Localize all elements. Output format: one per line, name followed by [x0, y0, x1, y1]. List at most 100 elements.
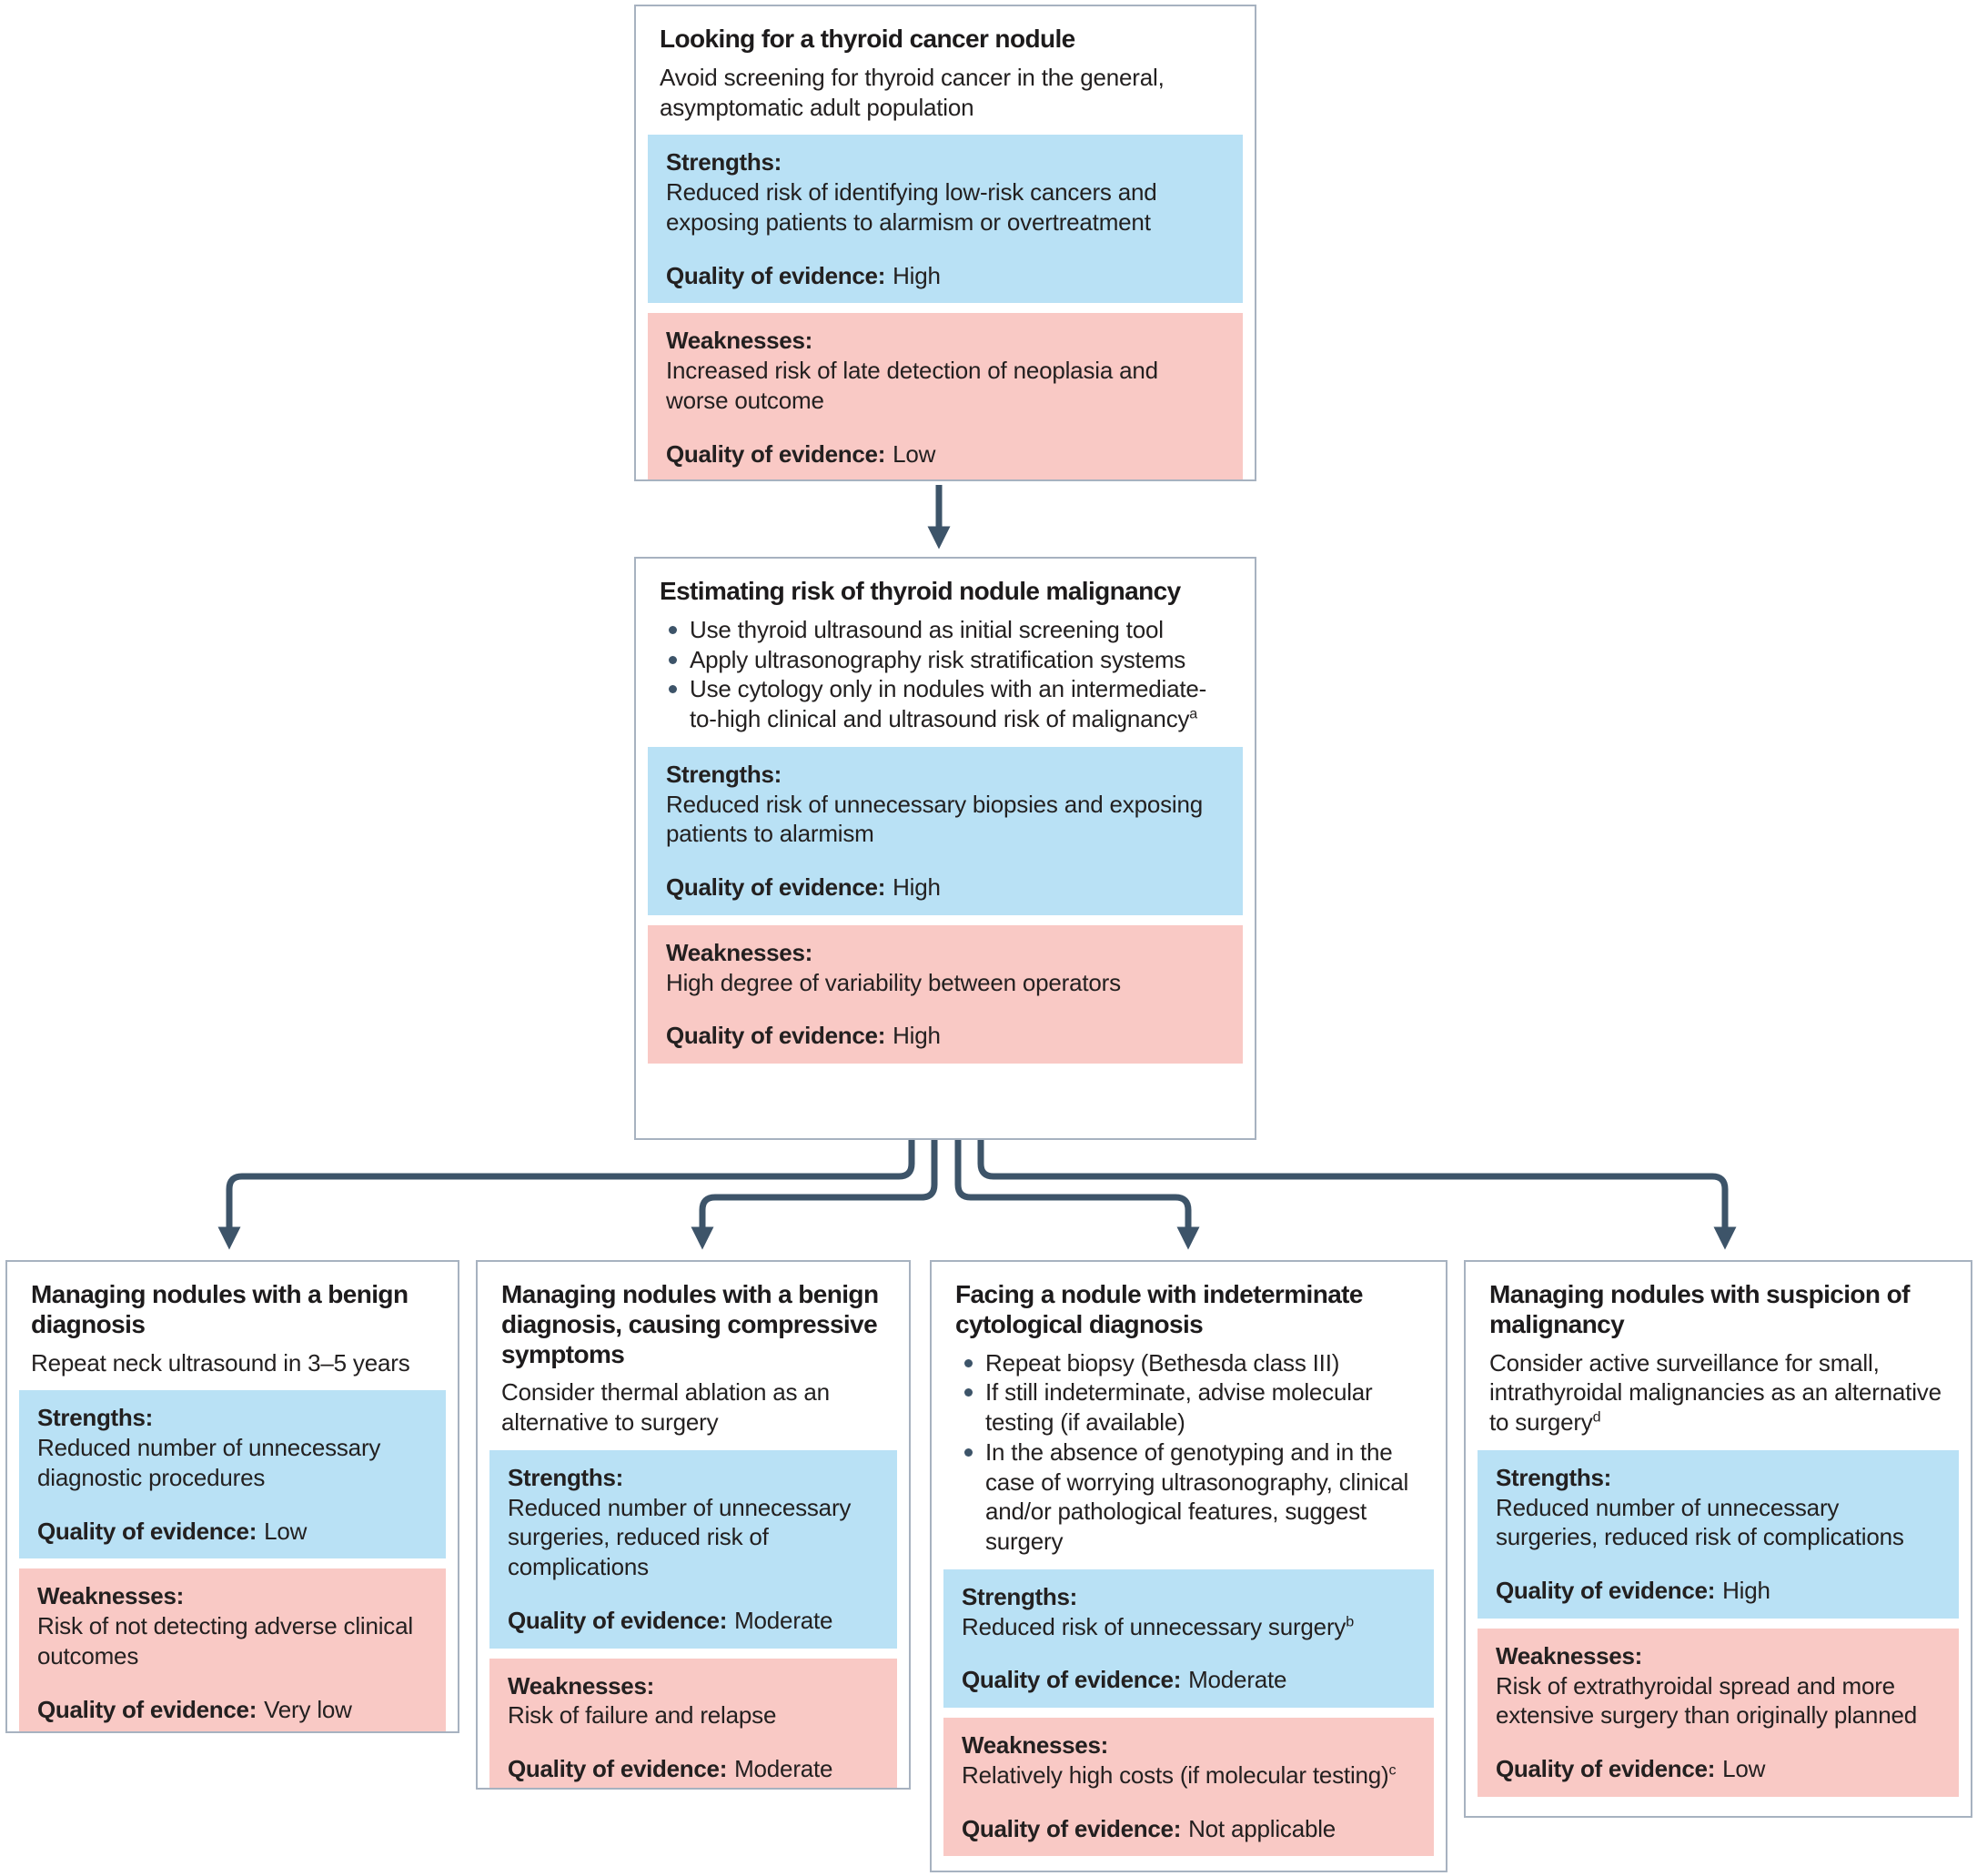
quality-value: High [893, 873, 941, 901]
weaknesses-label: Weaknesses: [37, 1582, 184, 1610]
quality-label: Quality of evidence: [666, 261, 886, 289]
quality-label: Quality of evidence: [37, 1695, 257, 1723]
weaknesses-panel: Weaknesses: High degree of variability b… [648, 924, 1243, 1064]
strengths-text: Reduced risk of identifying low-risk can… [666, 177, 1225, 237]
quality-value: Moderate [734, 1606, 833, 1634]
quality-of-evidence: Quality of evidence:Low [37, 1517, 428, 1547]
strengths-text: Reduced number of unnecessary surgeries,… [508, 1493, 879, 1582]
strengths-label: Strengths: [37, 1404, 154, 1432]
quality-of-evidence: Quality of evidence:Moderate [962, 1665, 1416, 1695]
weaknesses-text: High degree of variability between opera… [666, 968, 1225, 998]
footnote-marker: d [1592, 1408, 1601, 1426]
footnote-marker: b [1346, 1612, 1354, 1629]
strengths-text: Reduced risk of unnecessary surgeryb [962, 1612, 1416, 1642]
box-head: Managing nodules with a benign diagnosis… [489, 1273, 897, 1437]
weaknesses-text: Risk of failure and relapse [508, 1700, 879, 1730]
quality-value: Very low [264, 1695, 352, 1723]
list-item: If still indeterminate, advise molecular… [955, 1377, 1422, 1437]
weaknesses-text: Risk of not detecting adverse clinical o… [37, 1611, 428, 1671]
quality-value: Moderate [1188, 1666, 1287, 1694]
box-title: Estimating risk of thyroid nodule malign… [660, 577, 1181, 605]
list-item-text: Use thyroid ultrasound as initial screen… [690, 615, 1164, 643]
list-item-text: If still indeterminate, advise molecular… [985, 1378, 1373, 1436]
weaknesses-panel: Weaknesses: Risk of extrathyroidal sprea… [1478, 1628, 1959, 1797]
connector-estimating-to-indeterminate [954, 1139, 1200, 1250]
box-head: Estimating risk of thyroid nodule malign… [648, 570, 1243, 734]
box-title: Facing a nodule with indeterminate cytol… [955, 1280, 1363, 1338]
weaknesses-panel: Weaknesses: Increased risk of late detec… [648, 313, 1243, 479]
list-item-text: Use cytology only in nodules with an int… [690, 675, 1207, 732]
weaknesses-label: Weaknesses: [508, 1671, 654, 1699]
strengths-text-span: Reduced risk of identifying low-risk can… [666, 178, 1157, 236]
recommendation-list: Repeat biopsy (Bethesda class III) If st… [955, 1348, 1422, 1557]
quality-value: Not applicable [1188, 1814, 1336, 1842]
footnote-marker: a [1189, 705, 1198, 722]
weaknesses-text-span: Risk of failure and relapse [508, 1701, 777, 1730]
weaknesses-panel: Weaknesses: Risk of failure and relapse … [489, 1658, 897, 1788]
list-item: Use thyroid ultrasound as initial screen… [660, 615, 1231, 645]
quality-label: Quality of evidence: [1496, 1755, 1716, 1782]
list-item: Repeat biopsy (Bethesda class III) [955, 1348, 1422, 1378]
strengths-label: Strengths: [666, 148, 782, 177]
strengths-panel: Strengths: Reduced number of unnecessary… [1478, 1449, 1959, 1619]
quality-of-evidence: Quality of evidence:High [666, 261, 1225, 291]
list-item-text: Apply ultrasonography risk stratificatio… [690, 645, 1186, 673]
suspicion-box: Managing nodules with suspicion of malig… [1464, 1260, 1972, 1818]
weaknesses-panel: Weaknesses: Risk of not detecting advers… [19, 1568, 446, 1731]
connector-estimating-to-compressive [691, 1139, 938, 1250]
list-item: Use cytology only in nodules with an int… [660, 674, 1231, 734]
box-head: Managing nodules with suspicion of malig… [1478, 1273, 1959, 1437]
weaknesses-label: Weaknesses: [962, 1731, 1108, 1759]
strengths-panel: Strengths: Reduced risk of unnecessary b… [648, 746, 1243, 915]
box-head: Facing a nodule with indeterminate cytol… [943, 1273, 1434, 1557]
quality-label: Quality of evidence: [1496, 1577, 1716, 1604]
screening-box: Looking for a thyroid cancer nodule Avoi… [634, 5, 1256, 481]
strengths-panel: Strengths: Reduced number of unnecessary… [489, 1449, 897, 1649]
weaknesses-text-span: Risk of not detecting adverse clinical o… [37, 1612, 413, 1669]
strengths-text-span: Reduced risk of unnecessary biopsies and… [666, 790, 1204, 848]
quality-of-evidence: Quality of evidence:High [666, 872, 1225, 903]
quality-label: Quality of evidence: [666, 1022, 886, 1050]
list-item-text: Repeat biopsy (Bethesda class III) [985, 1348, 1340, 1377]
quality-value: High [893, 1022, 941, 1050]
quality-value: Low [893, 439, 936, 468]
quality-of-evidence: Quality of evidence:Moderate [508, 1754, 879, 1784]
strengths-text-span: Reduced number of unnecessary surgeries,… [508, 1493, 852, 1581]
strengths-text: Reduced risk of unnecessary biopsies and… [666, 790, 1225, 850]
quality-label: Quality of evidence: [666, 439, 886, 468]
footnote-marker: c [1388, 1761, 1397, 1779]
weaknesses-label: Weaknesses: [666, 327, 812, 355]
strengths-label: Strengths: [666, 760, 782, 788]
box-description: Consider thermal ablation as an alternat… [501, 1378, 830, 1436]
quality-value: Low [264, 1517, 308, 1545]
weaknesses-text-span: High degree of variability between opera… [666, 968, 1121, 996]
strengths-panel: Strengths: Reduced number of unnecessary… [19, 1390, 446, 1559]
quality-label: Quality of evidence: [508, 1606, 728, 1634]
weaknesses-label: Weaknesses: [666, 938, 812, 966]
box-description: Consider active surveillance for small, … [1489, 1348, 1947, 1437]
strengths-label: Strengths: [1496, 1463, 1612, 1491]
estimating-box: Estimating risk of thyroid nodule malign… [634, 557, 1256, 1140]
box-description: Avoid screening for thyroid cancer in th… [660, 63, 1165, 121]
quality-value: Low [1722, 1755, 1766, 1782]
weaknesses-text-span: Risk of extrathyroidal spread and more e… [1496, 1671, 1917, 1730]
quality-label: Quality of evidence: [508, 1755, 728, 1782]
box-description: Repeat neck ultrasound in 3–5 years [31, 1348, 410, 1377]
quality-value: Moderate [734, 1755, 833, 1782]
recommendation-list: Use thyroid ultrasound as initial screen… [660, 615, 1231, 734]
quality-of-evidence: Quality of evidence:Low [1496, 1754, 1941, 1784]
indeterminate-box: Facing a nodule with indeterminate cytol… [930, 1260, 1447, 1872]
box-title: Managing nodules with suspicion of malig… [1489, 1280, 1910, 1338]
weaknesses-text: Risk of extrathyroidal spread and more e… [1496, 1671, 1941, 1731]
quality-of-evidence: Quality of evidence:High [666, 1021, 1225, 1051]
quality-label: Quality of evidence: [962, 1666, 1182, 1694]
strengths-panel: Strengths: Reduced risk of identifying l… [648, 135, 1243, 304]
weaknesses-label: Weaknesses: [1496, 1641, 1642, 1669]
strengths-text: Reduced number of unnecessary surgeries,… [1496, 1493, 1941, 1553]
strengths-text-span: Reduced risk of unnecessary surgery [962, 1612, 1347, 1640]
list-item: In the absence of genotyping and in the … [955, 1437, 1422, 1557]
benign-box: Managing nodules with a benign diagnosis… [5, 1260, 459, 1733]
quality-label: Quality of evidence: [37, 1517, 257, 1545]
weaknesses-text: Relatively high costs (if molecular test… [962, 1760, 1416, 1790]
